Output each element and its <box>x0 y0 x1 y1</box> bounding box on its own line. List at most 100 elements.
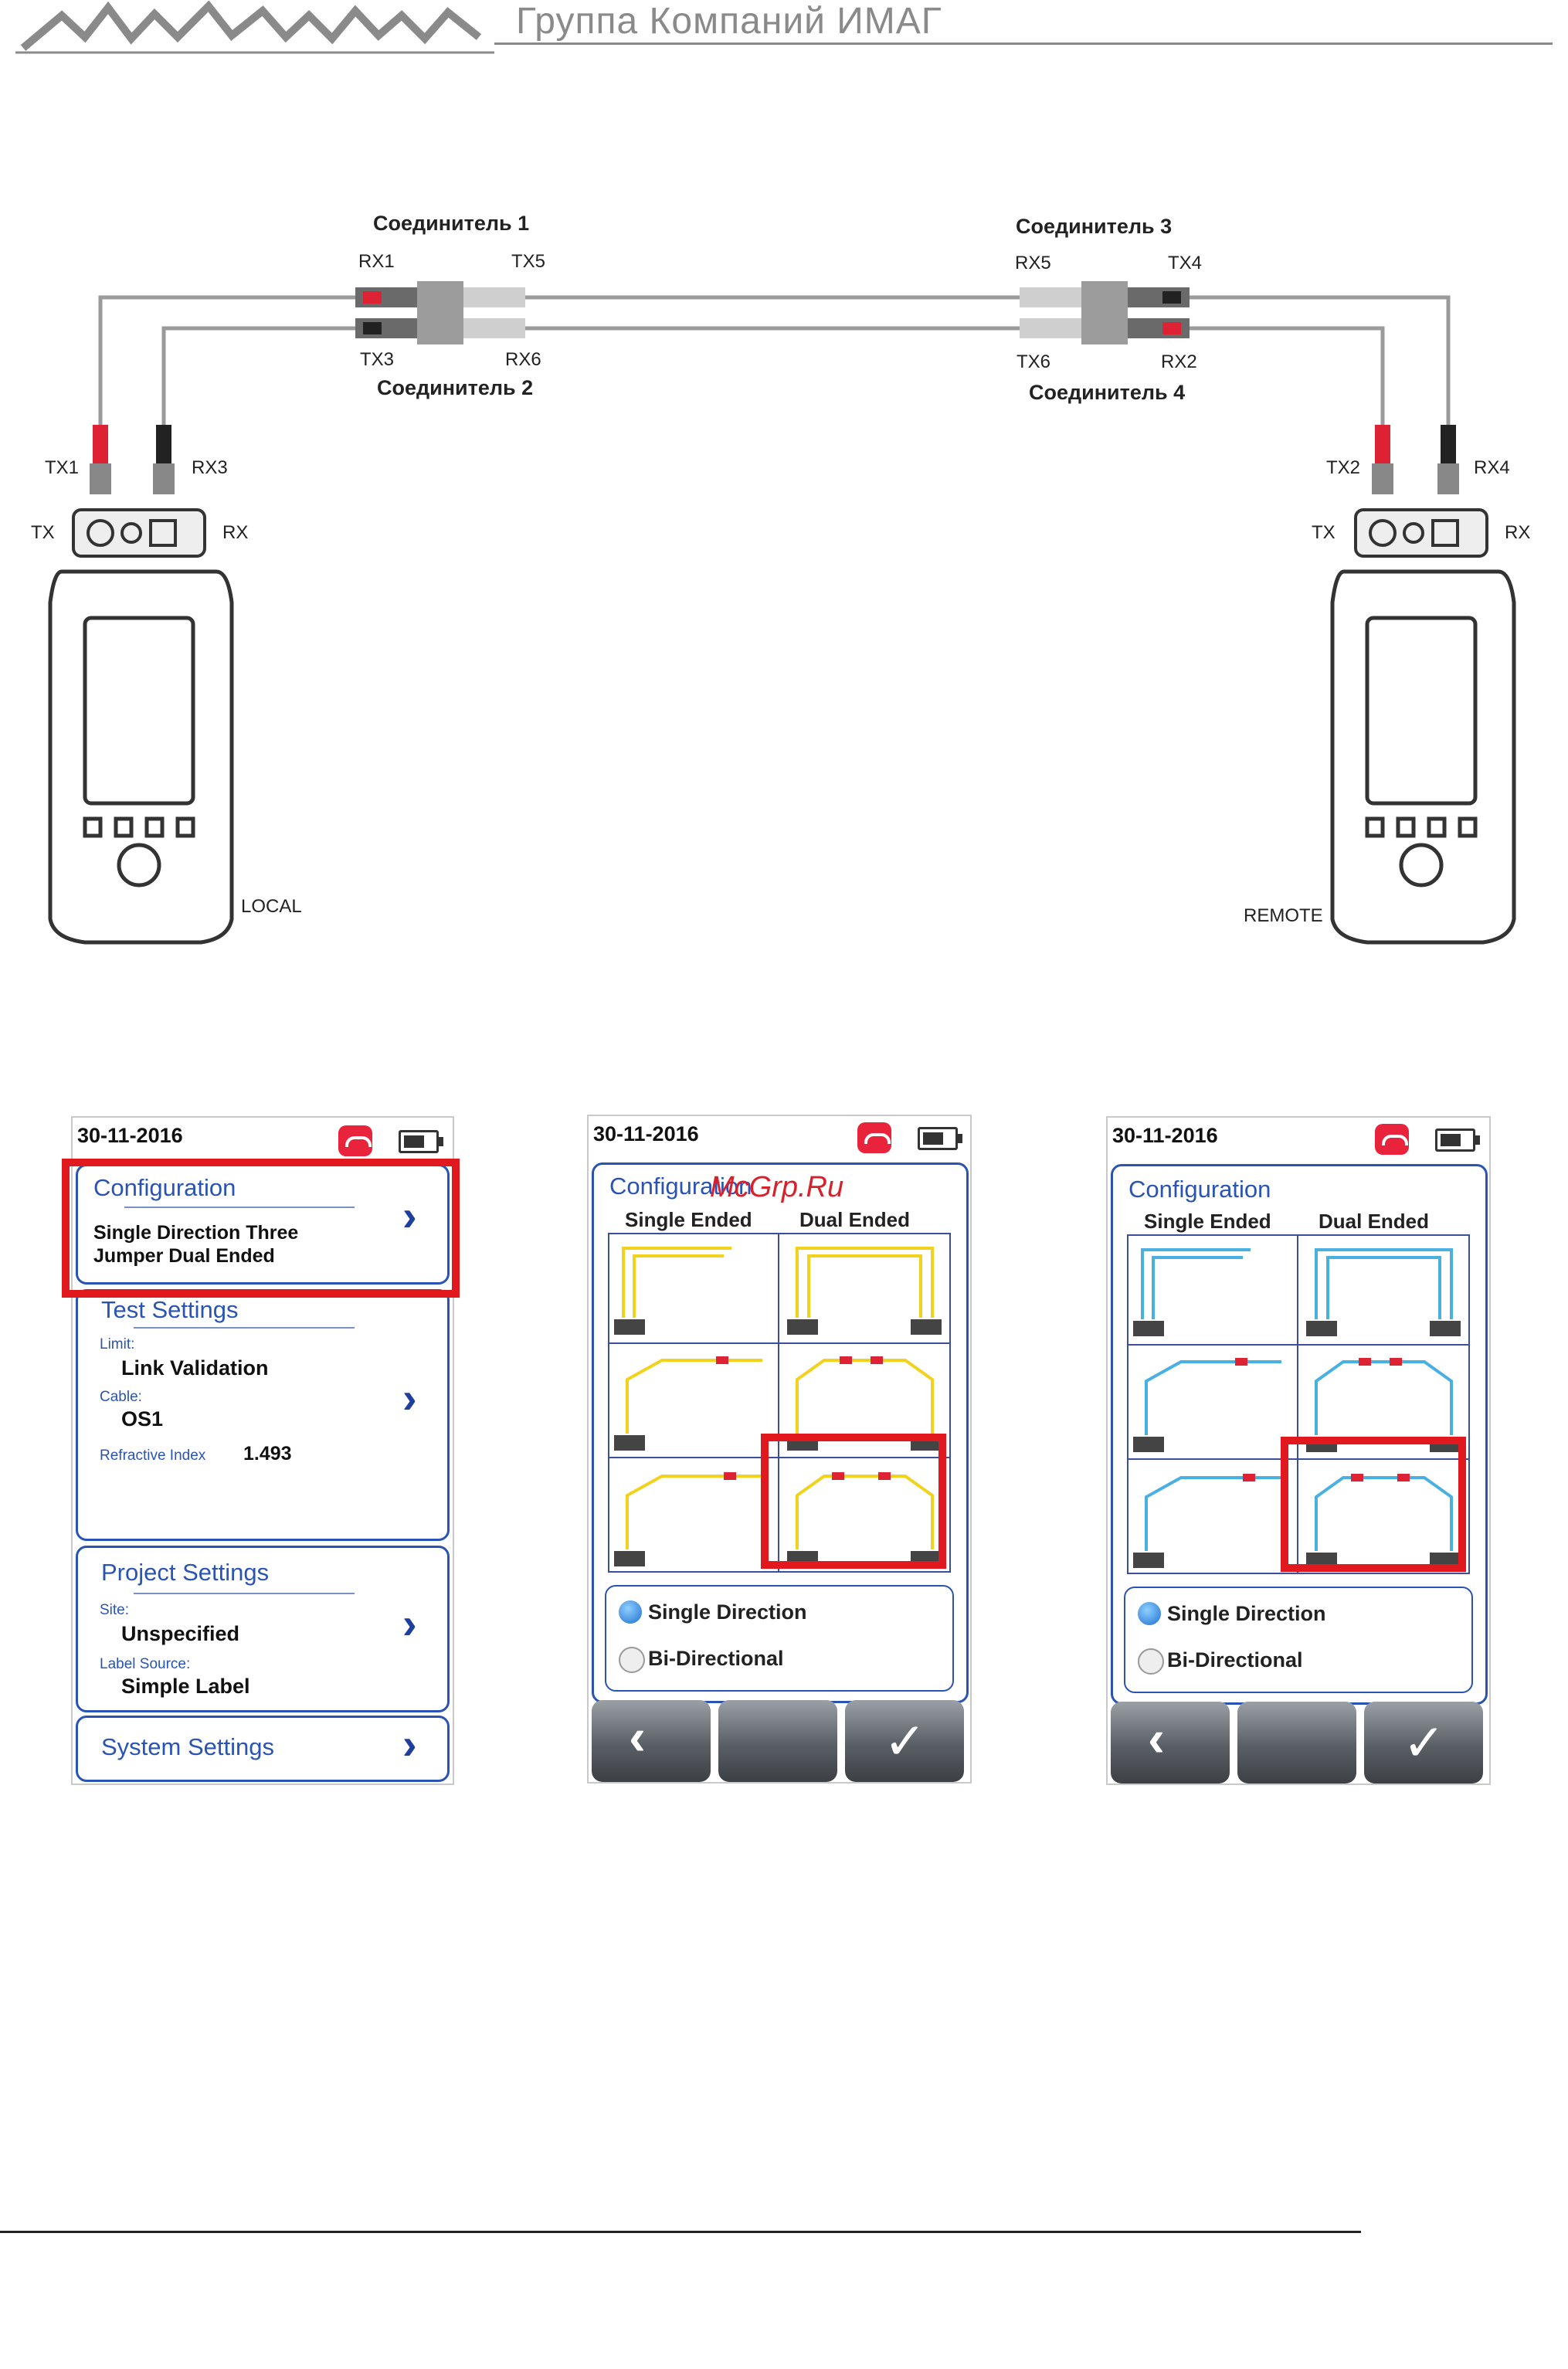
direction-options: Single Direction Bi-Directional <box>1124 1587 1473 1693</box>
chevron-right-icon[interactable]: › <box>402 1599 417 1648</box>
fiber-cables <box>98 295 1451 425</box>
status-bar: 30-11-2016 <box>589 1116 970 1162</box>
configuration-panel: Configuration Single Ended Dual Ended <box>1111 1164 1488 1705</box>
label-source-key: Label Source: <box>100 1656 191 1672</box>
divider <box>124 1207 355 1208</box>
port-tx4: TX4 <box>1168 253 1203 273</box>
screen-configuration-blue: 30-11-2016 Configuration Single Ended Du… <box>1106 1116 1491 1785</box>
bi-directional-label: Bi-Directional <box>1167 1648 1303 1672</box>
refractive-index-value: 1.493 <box>243 1443 292 1465</box>
radio-single-direction[interactable] <box>619 1600 642 1624</box>
port-tx5: TX5 <box>511 251 546 272</box>
radio-bi-directional[interactable] <box>619 1647 645 1673</box>
configuration-grid[interactable] <box>608 1233 952 1580</box>
status-date: 30-11-2016 <box>593 1122 699 1145</box>
back-button[interactable]: ‹ <box>592 1700 711 1782</box>
test-settings-card[interactable]: Test Settings Limit: Link Validation Cab… <box>76 1289 450 1541</box>
project-settings-card[interactable]: Project Settings Site: Unspecified Label… <box>76 1546 450 1712</box>
port-tx6: TX6 <box>1016 351 1051 372</box>
watermark: McGrp.Ru <box>710 1171 844 1203</box>
connector-pair-right <box>1020 281 1190 344</box>
status-date: 30-11-2016 <box>77 1124 183 1147</box>
cable-key: Cable: <box>100 1389 142 1405</box>
configuration-title: Configuration <box>93 1174 236 1201</box>
vertical-plugs <box>90 425 1459 494</box>
hangup-icon[interactable] <box>1375 1124 1409 1155</box>
configuration-panel: Configuration McGrp.Ru Single Ended Dual… <box>592 1162 969 1703</box>
hangup-icon[interactable] <box>338 1125 372 1156</box>
status-bar: 30-11-2016 <box>1108 1118 1489 1164</box>
connector-2-label: Соединитель 2 <box>377 376 534 399</box>
radio-bi-directional[interactable] <box>1138 1648 1164 1675</box>
chevron-right-icon[interactable]: › <box>402 1373 417 1422</box>
label-source-value: Simple Label <box>121 1675 250 1698</box>
battery-icon <box>399 1130 443 1153</box>
highlight-configuration <box>62 1159 460 1298</box>
back-button[interactable]: ‹ <box>1111 1702 1230 1784</box>
screen-configuration-yellow: 30-11-2016 Configuration McGrp.Ru Single… <box>587 1115 972 1784</box>
company-name: Группа Компаний ИМАГ <box>516 1 942 42</box>
battery-icon <box>1435 1128 1480 1152</box>
limit-value: Link Validation <box>121 1356 269 1380</box>
battery-icon <box>918 1127 962 1150</box>
site-value: Unspecified <box>121 1622 240 1645</box>
cable-value: OS1 <box>121 1407 164 1431</box>
direction-options: Single Direction Bi-Directional <box>605 1585 954 1692</box>
single-ended-header: Single Ended <box>1144 1210 1271 1233</box>
site-key: Site: <box>100 1602 130 1618</box>
configuration-title: Configuration <box>609 1173 752 1200</box>
chevron-right-icon[interactable]: › <box>402 1191 417 1240</box>
divider <box>134 1327 355 1329</box>
test-settings-title: Test Settings <box>101 1296 239 1323</box>
configuration-card[interactable]: Configuration Single Direction Three Jum… <box>76 1164 450 1285</box>
chevron-left-icon: ‹ <box>629 1708 646 1765</box>
fiber-diagram <box>48 281 1516 945</box>
blank-button[interactable] <box>1237 1702 1356 1784</box>
port-block-remote <box>1354 508 1488 558</box>
port-rx5: RX5 <box>1015 253 1051 273</box>
company-logo <box>15 0 494 54</box>
local-tx-label: TX <box>31 522 55 543</box>
port-rx1: RX1 <box>358 251 395 272</box>
bi-directional-label: Bi-Directional <box>648 1647 784 1670</box>
confirm-button[interactable]: ✓ <box>845 1700 964 1782</box>
configuration-grid[interactable] <box>1127 1234 1471 1582</box>
local-device-label: LOCAL <box>241 896 302 917</box>
refractive-index-key: Refractive Index <box>100 1448 206 1464</box>
port-rx4: RX4 <box>1474 457 1510 478</box>
remote-tx-label: TX <box>1312 522 1336 543</box>
single-ended-header: Single Ended <box>625 1208 752 1231</box>
tester-local <box>48 569 234 945</box>
port-tx2: TX2 <box>1326 457 1361 478</box>
local-rx-label: RX <box>222 522 249 543</box>
highlight-dual-ended-three-jumper <box>761 1434 946 1569</box>
configuration-title: Configuration <box>1128 1176 1271 1203</box>
radio-single-direction[interactable] <box>1138 1602 1161 1625</box>
status-date: 30-11-2016 <box>1112 1124 1218 1147</box>
system-settings-card[interactable]: System Settings › <box>76 1716 450 1782</box>
confirm-button[interactable]: ✓ <box>1364 1702 1483 1784</box>
footer-rule <box>0 2231 1361 2233</box>
hangup-icon[interactable] <box>857 1122 891 1153</box>
system-settings-title: System Settings <box>101 1733 274 1760</box>
screen-settings: 30-11-2016 Configuration Single Directio… <box>71 1116 454 1785</box>
tester-remote <box>1330 569 1516 945</box>
connector-pair-left <box>355 281 525 344</box>
configuration-line1: Single Direction Three <box>93 1222 299 1244</box>
blank-button[interactable] <box>718 1700 837 1782</box>
status-bar: 30-11-2016 <box>73 1118 453 1164</box>
chevron-right-icon[interactable]: › <box>402 1719 417 1768</box>
checkmark-icon: ✓ <box>884 1712 927 1770</box>
highlight-dual-ended-three-jumper <box>1281 1437 1466 1572</box>
page-header: Группа Компаний ИМАГ <box>0 0 1568 62</box>
connector-4-label: Соединитель 4 <box>1029 381 1186 404</box>
port-block-local <box>72 508 206 558</box>
chevron-left-icon: ‹ <box>1148 1709 1165 1767</box>
project-settings-title: Project Settings <box>101 1559 270 1586</box>
dual-ended-header: Dual Ended <box>799 1208 911 1231</box>
dual-ended-header: Dual Ended <box>1319 1210 1430 1233</box>
remote-rx-label: RX <box>1505 522 1531 543</box>
checkmark-icon: ✓ <box>1403 1714 1446 1771</box>
port-rx2: RX2 <box>1161 351 1197 372</box>
port-rx6: RX6 <box>505 349 541 370</box>
